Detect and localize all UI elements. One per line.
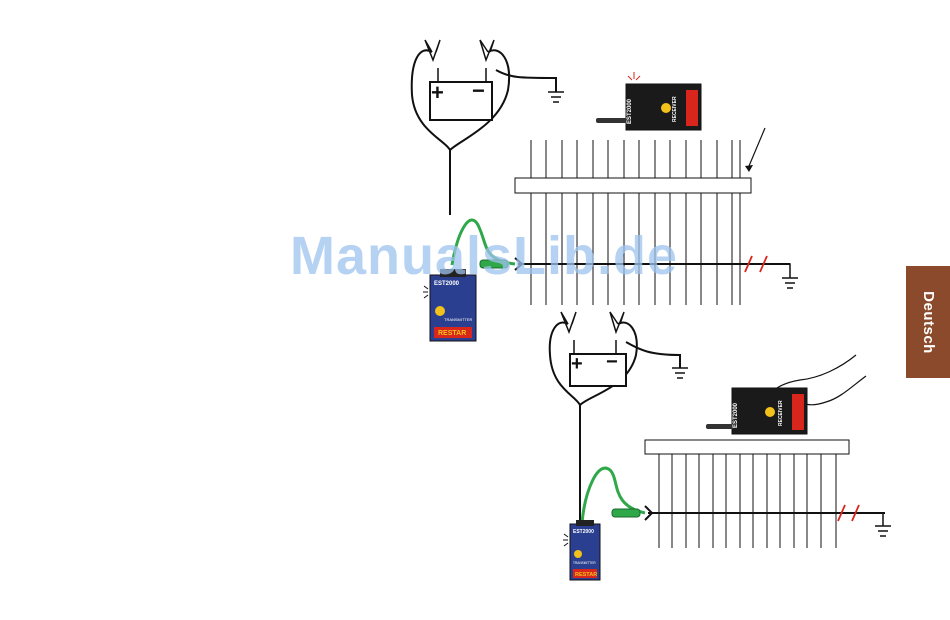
language-tab[interactable]: Deutsch — [906, 266, 950, 378]
green-probe — [612, 509, 640, 517]
led-flash-icon — [563, 534, 568, 546]
fence-2-posts — [659, 440, 836, 548]
transmitter-device: EST2000 TRANSMITTER RESTAR — [570, 520, 600, 580]
receiver-word: RECEIVER — [672, 96, 678, 122]
fence-1-rail — [515, 178, 751, 193]
fence-1-posts — [531, 140, 740, 305]
led-flash-icon — [628, 72, 640, 80]
brand-logo: RESTAR — [438, 330, 466, 337]
receiver-device: EST2000 RECEIVER — [596, 84, 701, 130]
language-tab-label: Deutsch — [920, 291, 937, 354]
battery-minus-sign: − — [606, 351, 618, 373]
hazard-icon — [435, 306, 445, 316]
transmitter-word: TRANSMITTER — [444, 317, 473, 322]
ground-symbol-icon — [782, 278, 798, 288]
brand-logo: RESTAR — [575, 572, 597, 578]
receiver-word: RECEIVER — [778, 400, 784, 426]
battery-minus-sign: − — [472, 78, 485, 103]
battery-cable-loop — [412, 50, 450, 215]
hazard-icon — [661, 103, 671, 113]
ground-symbol-icon — [875, 526, 891, 536]
crocodile-clip-icon — [425, 40, 494, 82]
battery-ground-wire — [496, 70, 556, 92]
diagram-1 — [412, 40, 798, 305]
receiver-model: EST2000 — [627, 98, 633, 124]
green-probe — [480, 260, 508, 268]
fence-2-rail — [645, 440, 849, 454]
battery-plus-sign: + — [431, 80, 444, 105]
green-test-lead — [452, 220, 515, 265]
battery-ground-wire — [626, 342, 680, 368]
fence-1-ground-wire — [767, 264, 790, 278]
led-flash-icon — [423, 286, 428, 298]
fence-2-ground-wire — [859, 513, 883, 526]
hazard-icon — [765, 407, 775, 417]
transmitter-model: EST2000 — [434, 281, 460, 287]
diagram-2 — [550, 312, 891, 548]
receiver-model: EST2000 — [733, 402, 739, 428]
transmitter-device: EST2000 TRANSMITTER RESTAR — [430, 269, 476, 341]
ground-symbol-icon — [672, 368, 688, 378]
battery-plus-sign: + — [571, 353, 583, 375]
ground-symbol-icon — [548, 92, 564, 102]
receiver-device: EST2000 RECEIVER — [706, 388, 807, 434]
crocodile-clip-icon — [561, 312, 624, 354]
transmitter-word: TRANSMITTER — [573, 561, 596, 565]
hazard-icon — [574, 550, 582, 558]
transmitter-model: EST2000 — [573, 529, 594, 535]
pointer-arrow — [749, 128, 765, 166]
